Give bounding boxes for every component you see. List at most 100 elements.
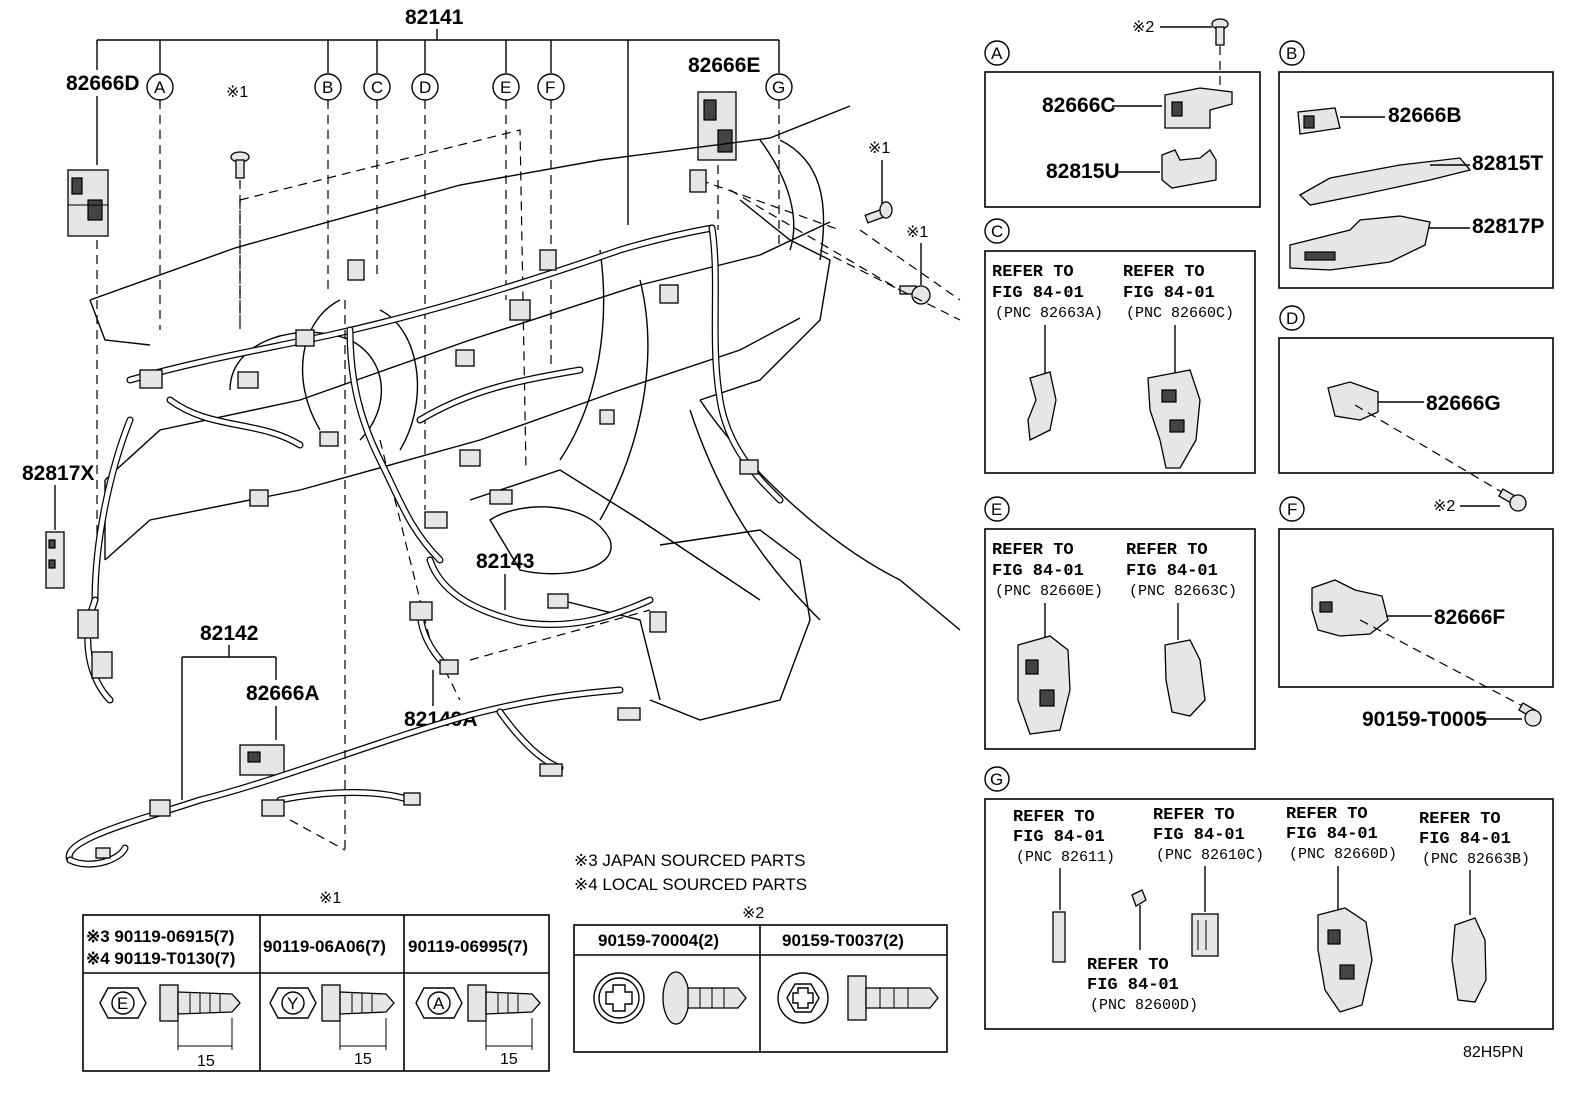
detail-e-ref1-l3: (PNC 82660E)	[995, 583, 1103, 600]
harness-connectors	[139, 169, 759, 529]
bolt1-head-letter: E	[117, 994, 128, 1013]
screw-phillips-hex	[777, 972, 939, 1024]
part-82815u-label: 82815U	[1046, 160, 1120, 183]
part-82149a	[409, 601, 459, 675]
detail-c-ref2-l1: REFER TO	[1123, 263, 1205, 282]
part-82666b-label: 82666B	[1388, 104, 1462, 127]
detail-g-ref5-l3: (PNC 82600D)	[1090, 997, 1198, 1014]
callout-d: D	[419, 78, 431, 97]
bolt-table-1: ※1 ※3 90119-06915(7) ※4 90119-T0130(7) 9…	[82, 890, 550, 1072]
label-82149a: 82149A	[404, 708, 478, 731]
detail-e-ref2-l3: (PNC 82663C)	[1129, 583, 1237, 600]
note-local-sourced: ※4 LOCAL SOURCED PARTS	[574, 875, 807, 894]
figure-code: 82H5PN	[1463, 1044, 1523, 1061]
label-82666d: 82666D	[66, 72, 140, 95]
part-82666e	[697, 91, 737, 161]
part-82817p	[1289, 215, 1431, 271]
bolt2-dim: 15	[354, 1051, 372, 1068]
table1-col1-line2: ※4 90119-T0130(7)	[86, 949, 235, 968]
part-82610c	[1191, 913, 1219, 957]
detail-a-mark: ※2	[1132, 19, 1154, 36]
part-82666f-label: 82666F	[1434, 606, 1505, 629]
label-82817x: 82817X	[22, 462, 94, 485]
screw-right-1	[864, 201, 893, 224]
detail-c-ref2-l3: (PNC 82660C)	[1126, 305, 1234, 322]
callout-b: B	[322, 78, 333, 97]
detail-c-ref1-l2: FIG 84-01	[992, 284, 1084, 303]
detail-c-ref2-l2: FIG 84-01	[1123, 284, 1215, 303]
detail-b-letter: B	[1286, 44, 1297, 63]
bolt3-dim: 15	[500, 1051, 518, 1068]
bolt3-head-letter: A	[433, 994, 445, 1013]
mark-1-left: ※1	[226, 84, 248, 101]
part-82663a	[1027, 371, 1057, 442]
label-82143: 82143	[476, 550, 534, 573]
bolt-e-flange: E 15	[99, 984, 241, 1070]
table2-col2: 90159-T0037(2)	[782, 931, 904, 950]
part-82666f	[1311, 579, 1389, 637]
part-82666d	[67, 169, 109, 237]
part-82666g	[1327, 381, 1379, 421]
detail-g-ref4-l2: FIG 84-01	[1419, 830, 1511, 849]
bolt-a-flange: A 15	[415, 984, 541, 1068]
detail-g-ref1-l2: FIG 84-01	[1013, 828, 1105, 847]
detail-e: E REFER TO FIG 84-01 (PNC 82660E) REFER …	[984, 496, 1256, 750]
part-82666a	[239, 744, 285, 776]
detail-e-ref2-l2: FIG 84-01	[1126, 562, 1218, 581]
mark-1-right-2: ※1	[906, 224, 928, 241]
part-82666b	[1297, 107, 1341, 135]
callout-a: A	[154, 78, 166, 97]
detail-a: A ※2 82666C 82815U	[984, 18, 1261, 208]
detail-g-ref3-l3: (PNC 82660D)	[1289, 846, 1397, 863]
label-82142: 82142	[200, 622, 258, 645]
detail-g: G REFER TO FIG 84-01 (PNC 82611) REFER T…	[984, 766, 1554, 1030]
part-82600d	[1131, 889, 1147, 907]
screw-90159-t0005-label: 90159-T0005	[1362, 708, 1487, 731]
detail-e-ref1-l2: FIG 84-01	[992, 562, 1084, 581]
part-82660e	[1017, 635, 1071, 735]
callout-c: C	[371, 78, 383, 97]
table2-mark: ※2	[742, 905, 764, 922]
callout-f: F	[545, 78, 555, 97]
detail-c-ref1-l3: (PNC 82663A)	[995, 305, 1103, 322]
detail-d: D 82666G ※2	[1278, 305, 1554, 515]
harness-82143	[426, 556, 667, 633]
detail-g-ref1-l1: REFER TO	[1013, 808, 1095, 827]
part-82660c	[1147, 369, 1201, 469]
main-assembly: 82141 A B C D E F G	[22, 6, 1523, 1061]
detail-d-mark: ※2	[1433, 498, 1455, 515]
detail-c-letter: C	[991, 222, 1003, 241]
harness-left-lower	[77, 596, 114, 704]
part-82815t-label: 82815T	[1472, 152, 1543, 175]
label-82666a: 82666A	[246, 682, 320, 705]
detail-g-ref5-l1: REFER TO	[1087, 956, 1169, 975]
part-82666g-label: 82666G	[1426, 392, 1501, 415]
callout-g: G	[772, 78, 785, 97]
label-82666e: 82666E	[688, 54, 760, 77]
table1-col1-line1: ※3 90119-06915(7)	[86, 927, 234, 946]
part-82666c	[1164, 87, 1233, 129]
screw-left	[230, 151, 250, 179]
note-japan-sourced: ※3 JAPAN SOURCED PARTS	[574, 851, 806, 870]
detail-g-letter: G	[990, 770, 1003, 789]
table2-col1: 90159-70004(2)	[598, 931, 719, 950]
part-82817x	[45, 531, 65, 589]
detail-g-ref3-l2: FIG 84-01	[1286, 825, 1378, 844]
detail-e-ref1-l1: REFER TO	[992, 541, 1074, 560]
detail-b: B 82666B 82815T 82817P	[1278, 40, 1554, 289]
part-82663b	[1451, 917, 1487, 1003]
table1-col2: 90119-06A06(7)	[263, 937, 386, 956]
part-82815u	[1161, 149, 1217, 189]
mark-1-right-1: ※1	[868, 140, 890, 157]
callout-e: E	[500, 78, 511, 97]
detail-c: C REFER TO FIG 84-01 (PNC 82663A) REFER …	[984, 218, 1256, 474]
part-82815t	[1298, 157, 1472, 206]
detail-g-ref4-l1: REFER TO	[1419, 810, 1501, 829]
part-82611	[1052, 911, 1066, 963]
label-82141: 82141	[405, 6, 464, 29]
harness-82142	[65, 686, 641, 868]
bolt1-dim: 15	[197, 1053, 215, 1070]
screw-right-2	[899, 285, 931, 305]
detail-f: F 82666F 90159-T0005	[1278, 496, 1554, 731]
